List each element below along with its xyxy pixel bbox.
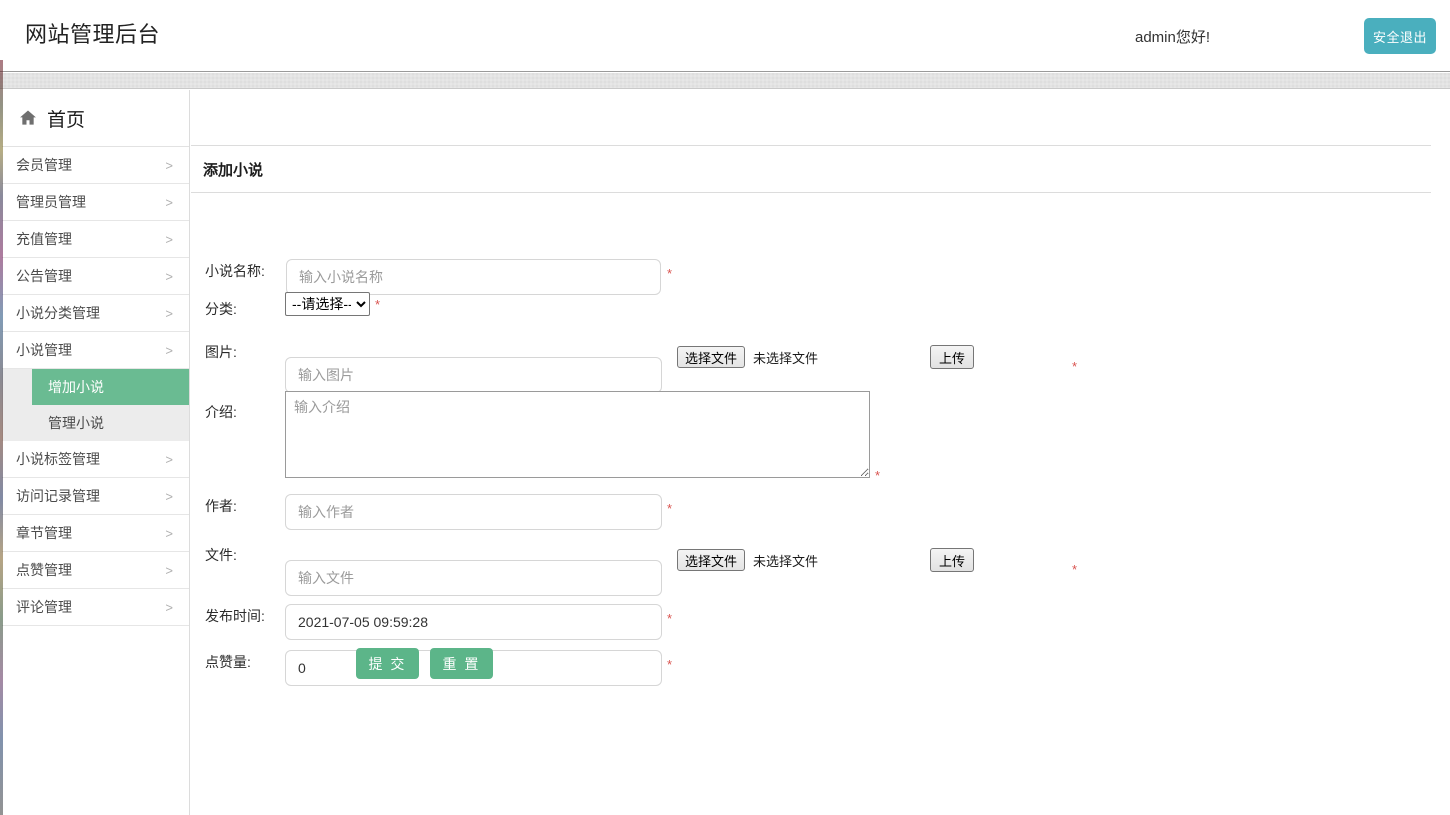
required-mark-file: * (1072, 562, 1078, 577)
required-mark-author: * (667, 501, 673, 516)
menu-label: 章节管理 (16, 525, 72, 541)
required-mark-name: * (667, 266, 673, 281)
image-file-picker[interactable]: 选择文件 未选择文件 (677, 346, 818, 368)
image-upload-button[interactable]: 上传 (930, 345, 975, 369)
label-novel-name: 小说名称: (205, 263, 265, 279)
sidebar-item-novel-tag-mgmt[interactable]: 小说标签管理 > (2, 441, 189, 478)
panel-title: 添加小说 (191, 146, 1431, 193)
label-author: 作者: (205, 498, 237, 514)
left-edge-artifact (0, 60, 3, 815)
chevron-right-icon: > (165, 268, 173, 284)
file-choose-file-button[interactable]: 选择文件 (677, 549, 746, 571)
sidebar-item-like-mgmt[interactable]: 点赞管理 > (2, 552, 189, 589)
label-file: 文件: (205, 547, 237, 563)
intro-textarea[interactable] (285, 391, 870, 478)
sidebar-item-chapter-mgmt[interactable]: 章节管理 > (2, 515, 189, 552)
chevron-right-icon: > (165, 525, 173, 541)
required-mark-category: * (375, 297, 381, 312)
chevron-right-icon: > (165, 599, 173, 615)
image-path-input[interactable] (285, 357, 662, 393)
chevron-right-icon: > (165, 194, 173, 210)
chevron-right-icon: > (165, 562, 173, 578)
file-file-status: 未选择文件 (753, 553, 819, 569)
label-intro: 介绍: (205, 404, 237, 420)
chevron-right-icon: > (165, 342, 173, 358)
image-choose-file-button[interactable]: 选择文件 (677, 346, 746, 368)
add-novel-form: 小说名称: * 分类: --请选择-- * 图片: 选择文件 未选择文件 上传 … (191, 193, 1431, 753)
sidebar-subitem-add-novel[interactable]: 增加小说 (32, 369, 189, 405)
menu-label: 公告管理 (16, 268, 72, 284)
sidebar-item-recharge-mgmt[interactable]: 充值管理 > (2, 221, 189, 258)
required-mark-publish: * (667, 611, 673, 626)
sidebar-home-label: 首页 (47, 109, 86, 131)
reset-button[interactable]: 重 置 (430, 648, 493, 679)
menu-label: 充值管理 (16, 231, 72, 247)
file-upload-button[interactable]: 上传 (930, 548, 975, 572)
label-publish-time: 发布时间: (205, 608, 265, 624)
chevron-right-icon: > (165, 451, 173, 467)
menu-label: 评论管理 (16, 599, 72, 615)
home-icon (20, 110, 36, 125)
sidebar-subitem-manage-novel[interactable]: 管理小说 (32, 405, 189, 441)
menu-label: 会员管理 (16, 157, 72, 173)
menu-label: 小说管理 (16, 342, 72, 358)
top-header-bar: 网站管理后台 admin您好! 安全退出 (0, 0, 1450, 72)
required-mark-likes: * (667, 657, 673, 672)
sidebar-item-novel-category-mgmt[interactable]: 小说分类管理 > (2, 295, 189, 332)
menu-label: 小说标签管理 (16, 451, 100, 467)
chevron-right-icon: > (165, 305, 173, 321)
chevron-right-icon: > (165, 488, 173, 504)
app-title: 网站管理后台 (25, 22, 161, 47)
sidebar-item-visit-log-mgmt[interactable]: 访问记录管理 > (2, 478, 189, 515)
sidebar-item-member-mgmt[interactable]: 会员管理 > (2, 147, 189, 184)
novel-name-input[interactable] (286, 259, 661, 295)
menu-label: 点赞管理 (16, 562, 72, 578)
file-path-input[interactable] (285, 560, 662, 596)
sidebar-item-announcement-mgmt[interactable]: 公告管理 > (2, 258, 189, 295)
sidebar-item-home[interactable]: 首页 (2, 90, 189, 147)
menu-label: 访问记录管理 (16, 488, 100, 504)
header-texture-band (0, 73, 1450, 89)
submit-button[interactable]: 提 交 (356, 648, 419, 679)
label-image: 图片: (205, 344, 237, 360)
chevron-right-icon: > (165, 157, 173, 173)
sidebar: 首页 会员管理 > 管理员管理 > 充值管理 > 公告管理 > 小说分类管理 >… (2, 90, 190, 815)
required-mark-image: * (1072, 359, 1078, 374)
label-category: 分类: (205, 301, 237, 317)
sidebar-submenu-novel: 增加小说 管理小说 (2, 369, 189, 441)
sidebar-item-novel-mgmt[interactable]: 小说管理 > (2, 332, 189, 369)
sidebar-item-admin-mgmt[interactable]: 管理员管理 > (2, 184, 189, 221)
label-likes: 点赞量: (205, 654, 251, 670)
author-input[interactable] (285, 494, 662, 530)
sidebar-item-comment-mgmt[interactable]: 评论管理 > (2, 589, 189, 626)
menu-label: 管理员管理 (16, 194, 86, 210)
menu-label: 小说分类管理 (16, 305, 100, 321)
category-select[interactable]: --请选择-- (285, 292, 370, 316)
logout-button[interactable]: 安全退出 (1364, 18, 1436, 54)
content-panel: 添加小说 小说名称: * 分类: --请选择-- * 图片: 选择文件 未选择文… (191, 145, 1431, 753)
image-file-status: 未选择文件 (753, 350, 819, 366)
required-mark-intro: * (875, 468, 881, 483)
file-file-picker[interactable]: 选择文件 未选择文件 (677, 549, 818, 571)
form-action-buttons: 提 交 重 置 (356, 648, 493, 679)
chevron-right-icon: > (165, 231, 173, 247)
publish-time-input[interactable] (285, 604, 662, 640)
user-greeting: admin您好! (1135, 29, 1211, 46)
